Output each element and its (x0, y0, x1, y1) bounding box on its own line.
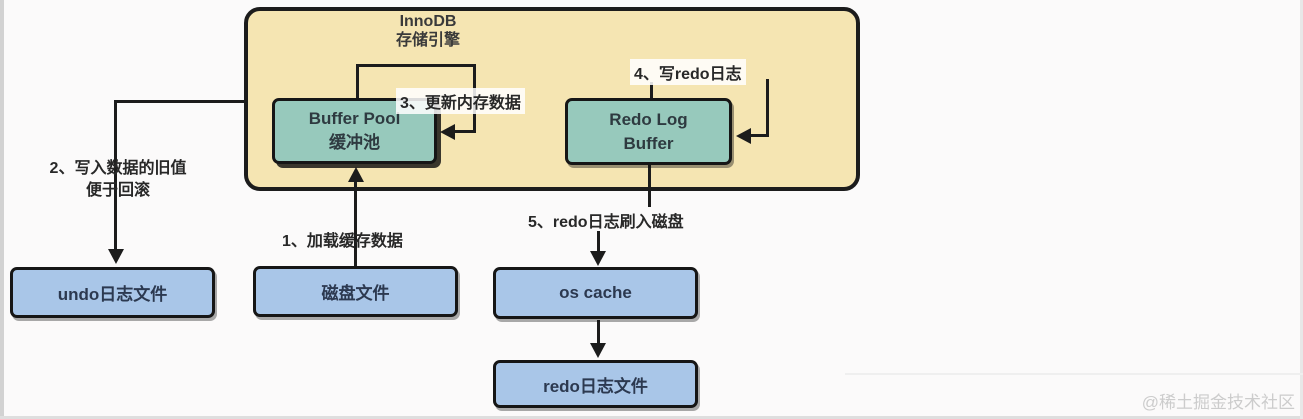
connector-step5-upper (648, 165, 651, 207)
node-disk-file: 磁盘文件 (253, 266, 458, 317)
os-cache-label: os cache (559, 283, 632, 302)
bottom-edge-artifact (0, 416, 1303, 419)
node-undo-log-file: undo日志文件 (10, 267, 215, 318)
redo-log-buffer-label-line1: Redo Log (609, 109, 688, 129)
step2-label: 2、写入数据的旧值 便于回滚 (18, 158, 218, 202)
arrowhead-step1-icon (348, 167, 364, 182)
left-edge-artifact (0, 0, 4, 419)
connector-step3-into-box (453, 130, 476, 133)
connector-step2-horizontal (115, 100, 246, 103)
connector-step1-vertical (354, 180, 357, 266)
node-redo-log-buffer: Redo Log Buffer (565, 98, 732, 165)
arrowhead-oscache-to-redofile-icon (590, 343, 606, 358)
step1-label: 1、加载缓存数据 (282, 233, 403, 250)
node-os-cache: os cache (493, 267, 698, 319)
buffer-pool-label-en: Buffer Pool (308, 109, 401, 128)
step2-label-line1: 2、写入数据的旧值 (49, 160, 187, 177)
arrowhead-step5-icon (590, 251, 606, 266)
right-edge-artifact (1300, 0, 1303, 419)
buffer-pool-label-cn: 缓冲池 (329, 133, 380, 152)
connector-step4-down (766, 79, 769, 137)
redo-log-file-label: redo日志文件 (543, 376, 648, 396)
innodb-engine-title: InnoDB 存储引擎 (348, 12, 508, 50)
redo-log-buffer-label-line2: Buffer (623, 133, 674, 153)
connector-step4-into-box (749, 134, 769, 137)
connector-step3-up (356, 64, 359, 100)
connector-step2-vertical (114, 100, 117, 249)
undo-log-file-label: undo日志文件 (57, 285, 168, 304)
node-redo-log-file: redo日志文件 (493, 360, 698, 408)
juejin-watermark: @稀土掘金技术社区 (1141, 393, 1295, 412)
innodb-title-line1: InnoDB (399, 13, 457, 30)
disk-file-label: 磁盘文件 (321, 284, 390, 303)
arrowhead-step3-icon (440, 124, 455, 140)
faint-line-artifact (845, 373, 1303, 375)
connector-step3-top (356, 64, 476, 67)
step5-label: 5、redo日志刷入磁盘 (528, 214, 684, 231)
connector-step5-lower (597, 231, 600, 252)
connector-oscache-to-redofile (597, 320, 600, 344)
step4-label: 4、写redo日志 (630, 59, 746, 85)
innodb-title-line2: 存储引擎 (395, 32, 460, 49)
step3-label: 3、更新内存数据 (396, 88, 525, 114)
arrowhead-step2-icon (108, 249, 124, 264)
arrowhead-step4-icon (736, 128, 751, 144)
step2-label-line2: 便于回滚 (85, 182, 150, 199)
connector-step4-label-stem (650, 82, 653, 99)
